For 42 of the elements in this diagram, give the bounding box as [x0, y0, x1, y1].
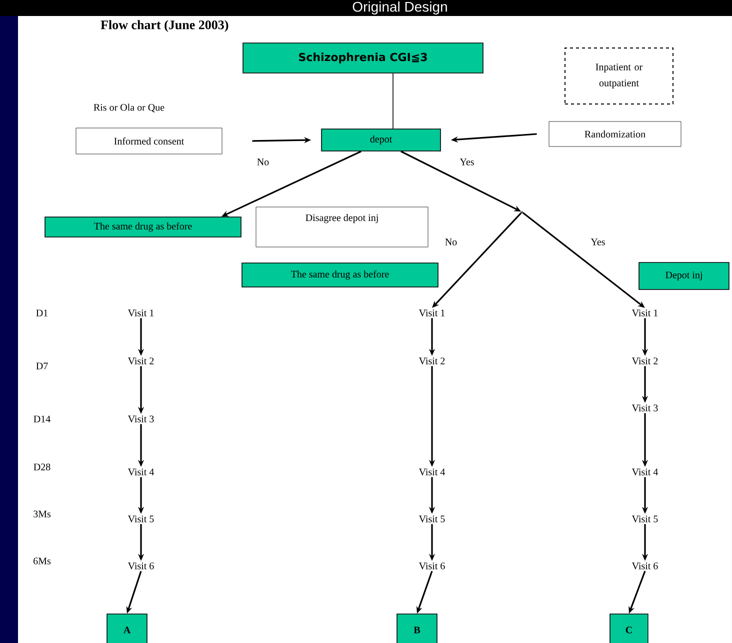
visit-label: Visit 1 — [418, 310, 445, 316]
visit-label: Visit 2 — [418, 358, 445, 364]
process-box: Depot inj — [638, 262, 730, 290]
visit-label: Visit 6 — [418, 562, 445, 570]
visit-label: Visit 4 — [632, 468, 658, 476]
edge-label: Yes — [590, 238, 606, 246]
visit-label: Visit 4 — [128, 468, 154, 476]
process-box: Disagree depot inj — [256, 206, 428, 248]
visit-label: Visit 5 — [418, 516, 445, 522]
process-box: The same drug as before — [44, 216, 242, 238]
outcome-box: A — [106, 614, 148, 643]
edge-label: No — [444, 238, 458, 246]
visit-label: Visit 6 — [128, 562, 154, 570]
visit-label: Visit 6 — [632, 562, 658, 570]
visit-label: Visit 5 — [128, 516, 154, 522]
process-box: depot — [321, 128, 441, 152]
slide-title: Original Design — [352, 1, 447, 15]
time-label: 3Ms — [34, 510, 51, 518]
edge-label: Yes — [458, 158, 476, 166]
visit-label: Visit 5 — [632, 516, 658, 522]
visit-label: Visit 4 — [418, 468, 446, 476]
time-label: D14 — [34, 416, 50, 422]
visit-label: Visit 3 — [632, 404, 658, 412]
visit-label: Visit 1 — [632, 310, 658, 316]
time-label: D28 — [34, 464, 50, 470]
time-label: 6Ms — [34, 558, 51, 564]
outcome-box: B — [396, 614, 438, 643]
time-label: D1 — [36, 310, 48, 316]
dashed-box: Inpatient or outpatient — [564, 48, 674, 104]
chart-heading: Flow chart (June 2003) — [100, 20, 228, 32]
process-box: The same drug as before — [242, 262, 438, 288]
process-box: Randomization — [548, 121, 682, 147]
drug-note: Ris or Ola or Que — [94, 104, 164, 112]
visit-label: Visit 1 — [128, 310, 154, 316]
edge-label: No — [256, 158, 270, 166]
time-label: D7 — [36, 362, 48, 370]
visit-label: Visit 3 — [128, 416, 154, 422]
visit-label: Visit 2 — [632, 358, 658, 364]
outcome-box: C — [610, 614, 648, 643]
visit-label: Visit 2 — [128, 358, 154, 364]
process-box: Informed consent — [76, 128, 222, 154]
process-box: Schizophrenia CGI≦3 — [242, 42, 484, 74]
